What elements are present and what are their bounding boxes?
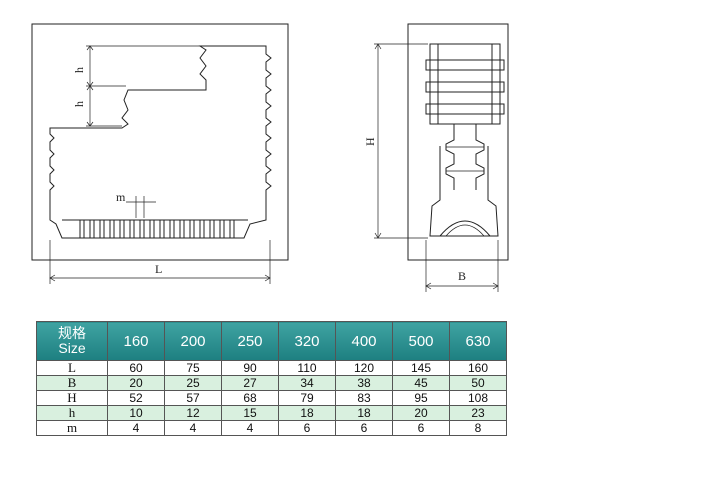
spec-table: 规格 Size 160 200 250 320 400 500 630 L 60… — [36, 321, 507, 436]
table-row: B 20 25 27 34 38 45 50 — [36, 375, 507, 391]
size-col-3: 320 — [278, 321, 336, 361]
jaw-outline — [49, 45, 272, 239]
cell: 90 — [221, 360, 279, 376]
cell: 15 — [221, 405, 279, 421]
row-label-m: m — [36, 420, 108, 436]
size-col-4: 400 — [335, 321, 393, 361]
cell: 6 — [392, 420, 450, 436]
cell: 25 — [164, 375, 222, 391]
cell: 6 — [335, 420, 393, 436]
size-label-en: Size — [58, 340, 86, 356]
cell: 12 — [164, 405, 222, 421]
cell: 145 — [392, 360, 450, 376]
cell: 160 — [449, 360, 507, 376]
cell: 108 — [449, 390, 507, 406]
dim-B: B — [458, 269, 466, 283]
cell: 4 — [107, 420, 165, 436]
size-col-0: 160 — [107, 321, 165, 361]
side-view-frame — [407, 23, 509, 261]
size-col-1: 200 — [164, 321, 222, 361]
dim-m: m — [116, 190, 126, 204]
neck — [445, 124, 485, 190]
cell: 45 — [392, 375, 450, 391]
cell: 60 — [107, 360, 165, 376]
cell: 34 — [278, 375, 336, 391]
cell: 23 — [449, 405, 507, 421]
cell: 79 — [278, 390, 336, 406]
size-col-2: 250 — [221, 321, 279, 361]
cell: 20 — [107, 375, 165, 391]
table-row: H 52 57 68 79 83 95 108 — [36, 390, 507, 406]
side-view — [374, 23, 509, 292]
table-row: m 4 4 4 6 6 6 8 — [36, 420, 507, 436]
size-col-6: 630 — [449, 321, 507, 361]
table-header-row: 规格 Size 160 200 250 320 400 500 630 — [36, 321, 507, 361]
front-view — [31, 23, 289, 284]
cell: 95 — [392, 390, 450, 406]
table-row: L 60 75 90 110 120 145 160 — [36, 360, 507, 376]
technical-drawing: h h m L H B — [31, 23, 509, 292]
cell: 6 — [278, 420, 336, 436]
front-view-frame — [31, 23, 289, 261]
cell: 52 — [107, 390, 165, 406]
row-label-H: H — [36, 390, 108, 406]
dim-H: H — [363, 137, 377, 146]
table-row: h 10 12 15 18 18 20 23 — [36, 405, 507, 421]
row-label-L: L — [36, 360, 108, 376]
cell: 8 — [449, 420, 507, 436]
dim-L: L — [155, 262, 162, 276]
cell: 20 — [392, 405, 450, 421]
size-col-5: 500 — [392, 321, 450, 361]
cell: 27 — [221, 375, 279, 391]
cell: 68 — [221, 390, 279, 406]
cell: 75 — [164, 360, 222, 376]
cell: 38 — [335, 375, 393, 391]
cell: 4 — [164, 420, 222, 436]
cell: 83 — [335, 390, 393, 406]
size-corner-label: 规格 Size — [36, 321, 108, 361]
cell: 10 — [107, 405, 165, 421]
ribbed-block — [429, 43, 501, 125]
size-label-cn: 规格 — [58, 325, 86, 341]
cell: 50 — [449, 375, 507, 391]
row-label-h: h — [36, 405, 108, 421]
cell: 110 — [278, 360, 336, 376]
cell: 18 — [278, 405, 336, 421]
cell: 57 — [164, 390, 222, 406]
row-label-B: B — [36, 375, 108, 391]
cell: 4 — [221, 420, 279, 436]
dim-h-upper: h — [72, 67, 86, 73]
base — [429, 146, 499, 237]
cell: 120 — [335, 360, 393, 376]
cell: 18 — [335, 405, 393, 421]
dim-h-lower: h — [72, 101, 86, 107]
bottom-teeth — [62, 219, 248, 238]
